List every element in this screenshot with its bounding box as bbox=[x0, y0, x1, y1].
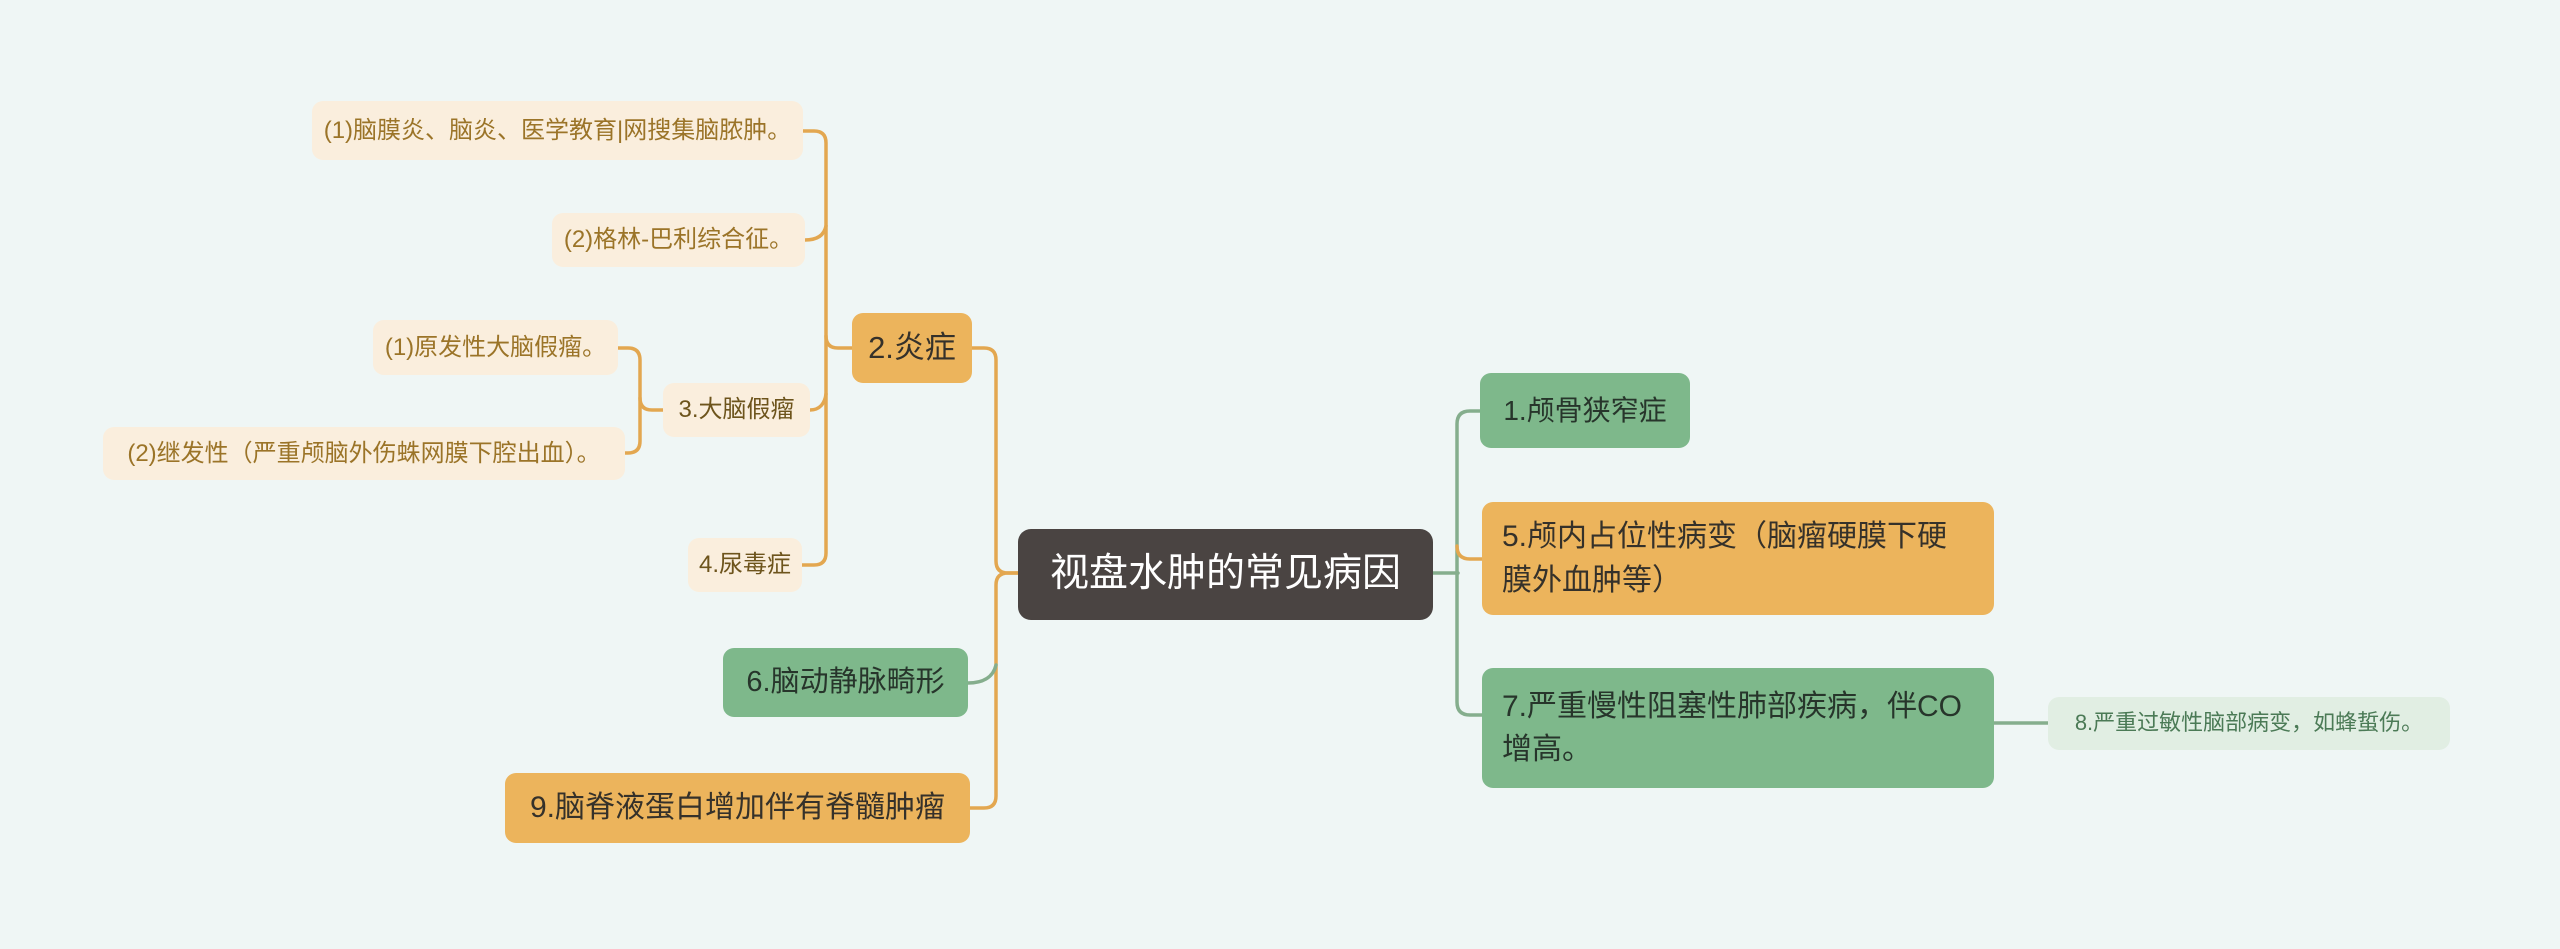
node-avm[interactable]: 6.脑动静脉畸形 bbox=[723, 648, 968, 717]
node-csf-protein[interactable]: 9.脑脊液蛋白增加伴有脊髓肿瘤 bbox=[505, 773, 970, 843]
node-inflammation-sub1[interactable]: (1)脑膜炎、脑炎、医学教育|网搜集脑脓肿。 bbox=[312, 101, 803, 160]
connector-root-left-up bbox=[970, 346, 1020, 575]
node-pseudotumor[interactable]: 3.大脑假瘤 bbox=[663, 383, 810, 437]
connector-avm bbox=[966, 663, 998, 685]
node-craniostenosis[interactable]: 1.颅骨狭窄症 bbox=[1480, 373, 1690, 448]
connector-pseudotumor-to-spine bbox=[808, 392, 828, 412]
node-allergy[interactable]: 8.严重过敏性脑部病变，如蜂蜇伤。 bbox=[2048, 697, 2450, 750]
connector-inflammation-sub2 bbox=[803, 224, 828, 242]
node-uremia[interactable]: 4.尿毒症 bbox=[688, 538, 802, 592]
node-pseudotumor-sub2[interactable]: (2)继发性（严重颅脑外伤蛛网膜下腔出血）。 bbox=[103, 427, 625, 480]
node-root[interactable]: 视盘水肿的常见病因 bbox=[1018, 529, 1433, 620]
connector-inflammation-stub bbox=[824, 334, 854, 350]
node-inflammation-sub2[interactable]: (2)格林-巴利综合征。 bbox=[552, 213, 805, 267]
connector-pseudotumor-stub bbox=[638, 396, 665, 412]
connector-mass-stub bbox=[1455, 544, 1484, 561]
node-intracranial-mass[interactable]: 5.颅内占位性病变（脑瘤硬膜下硬膜外血肿等） bbox=[1482, 502, 1994, 615]
connector-root-left-down bbox=[968, 571, 1020, 810]
node-pseudotumor-sub1[interactable]: (1)原发性大脑假瘤。 bbox=[373, 320, 618, 375]
node-copd[interactable]: 7.严重慢性阻塞性肺部疾病，伴CO增高。 bbox=[1482, 668, 1994, 788]
connector-inflammation-children-spine bbox=[800, 129, 828, 567]
connector-root-right-spine bbox=[1455, 409, 1484, 717]
node-inflammation[interactable]: 2.炎症 bbox=[852, 313, 972, 383]
